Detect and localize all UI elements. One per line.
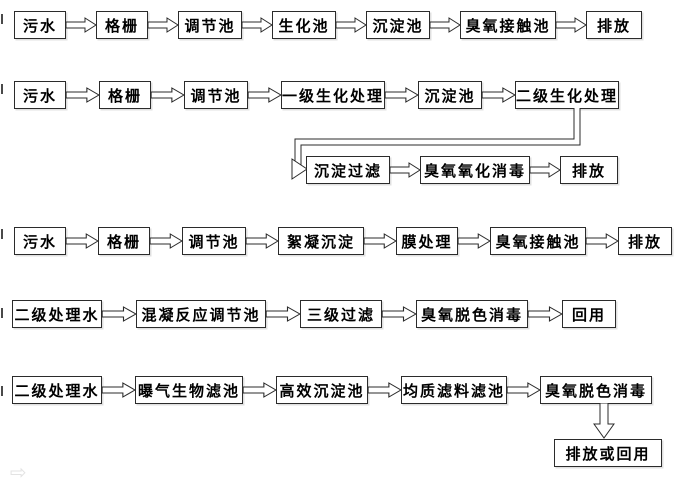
flow-node: 生化池 — [272, 11, 336, 39]
block-arrow-right-icon — [429, 17, 461, 33]
flow-node: 调节池 — [178, 11, 242, 39]
flow-node: 污水 — [14, 81, 66, 109]
flow-node: 膜处理 — [396, 227, 458, 255]
flow-node: 二级生化处理 — [515, 81, 619, 109]
flow-node: 混凝反应调节池 — [136, 300, 266, 328]
block-arrow-down-icon — [593, 403, 615, 439]
block-arrow-right-icon — [65, 233, 99, 249]
block-arrow-right-icon — [555, 17, 587, 33]
flow-row-3: 污水 格栅 调节池 絮凝沉淀 膜处理 臭氧接触池 排放 — [14, 227, 672, 255]
block-arrow-right-icon — [101, 306, 137, 322]
flow-node: 臭氧脱色消毒 — [416, 300, 528, 328]
left-edge-mark — [1, 229, 3, 239]
block-arrow-right-icon — [457, 233, 491, 249]
flow-node: 沉淀池 — [418, 81, 482, 109]
flow-row-1: 污水 格栅 调节池 生化池 沉淀池 臭氧接触池 排放 — [14, 11, 642, 39]
block-arrow-right-icon — [247, 87, 282, 103]
left-edge-mark — [1, 308, 3, 318]
flow-node: 二级处理水 — [12, 300, 102, 328]
flow-node: 高效沉淀池 — [276, 376, 368, 404]
flow-node: 排放 — [618, 227, 672, 255]
block-arrow-right-icon — [363, 233, 397, 249]
block-arrow-right-icon — [241, 17, 273, 33]
block-arrow-right-icon — [585, 233, 619, 249]
flow-node: 污水 — [14, 227, 66, 255]
block-arrow-right-icon — [265, 306, 301, 322]
left-edge-mark — [1, 84, 3, 94]
flow-node: 污水 — [14, 11, 66, 39]
block-arrow-right-icon — [245, 233, 279, 249]
flow-node: 排放 — [586, 11, 642, 39]
flow-row-5: 二级处理水 曝气生物滤池 高效沉淀池 均质滤料滤池 臭氧脱色消毒 — [12, 376, 652, 404]
elbow-connector-down-left-icon — [291, 108, 581, 180]
flow-node: 回用 — [562, 300, 616, 328]
left-edge-mark — [1, 386, 3, 396]
flow-node: 曝气生物滤池 — [135, 376, 243, 404]
flow-row-4: 二级处理水 混凝反应调节池 三级过滤 臭氧脱色消毒 回用 — [12, 300, 616, 328]
flow-node: 臭氧接触池 — [490, 227, 586, 255]
flow-node: 沉淀池 — [366, 11, 430, 39]
flow-node: 臭氧脱色消毒 — [540, 376, 652, 404]
block-arrow-right-icon — [149, 233, 183, 249]
flow-row-2: 污水 格栅 调节池 一级生化处理 沉淀池 二级生化处理 — [14, 81, 619, 109]
block-arrow-right-icon — [335, 17, 367, 33]
block-arrow-right-icon — [389, 162, 421, 178]
flow-node: 臭氧接触池 — [460, 11, 556, 39]
flow-node: 沉淀过滤 — [306, 156, 390, 184]
flow-node: 臭氧氧化消毒 — [420, 156, 530, 184]
block-arrow-right-icon — [506, 382, 541, 398]
block-arrow-right-icon — [65, 87, 100, 103]
block-arrow-right-icon — [147, 17, 179, 33]
block-arrow-right-icon — [65, 17, 97, 33]
flow-node: 调节池 — [184, 81, 248, 109]
block-arrow-right-icon — [242, 382, 277, 398]
block-arrow-right-icon — [150, 87, 185, 103]
flow-node: 一级生化处理 — [281, 81, 385, 109]
flow-node: 排放 — [560, 156, 618, 184]
block-arrow-right-icon — [384, 87, 419, 103]
flow-row-5-continuation: 排放或回用 — [554, 439, 662, 467]
block-arrow-right-icon — [529, 162, 561, 178]
flow-node: 排放或回用 — [554, 439, 662, 467]
left-edge-mark — [1, 14, 3, 24]
block-arrow-right-icon — [527, 306, 563, 322]
flow-node: 二级处理水 — [12, 376, 102, 404]
block-arrow-right-icon — [367, 382, 402, 398]
block-arrow-right-icon — [481, 87, 516, 103]
flow-node: 调节池 — [182, 227, 246, 255]
flow-node: 三级过滤 — [300, 300, 382, 328]
flow-row-2-continuation: 沉淀过滤 臭氧氧化消毒 排放 — [306, 156, 618, 184]
block-arrow-right-icon — [101, 382, 136, 398]
flow-node: 格栅 — [98, 227, 150, 255]
flow-node: 格栅 — [96, 11, 148, 39]
block-arrow-right-icon — [381, 306, 417, 322]
cursor-watermark-icon: ⇨ — [10, 460, 27, 484]
flow-node: 均质滤料滤池 — [401, 376, 507, 404]
flow-node: 絮凝沉淀 — [278, 227, 364, 255]
flow-node: 格栅 — [99, 81, 151, 109]
